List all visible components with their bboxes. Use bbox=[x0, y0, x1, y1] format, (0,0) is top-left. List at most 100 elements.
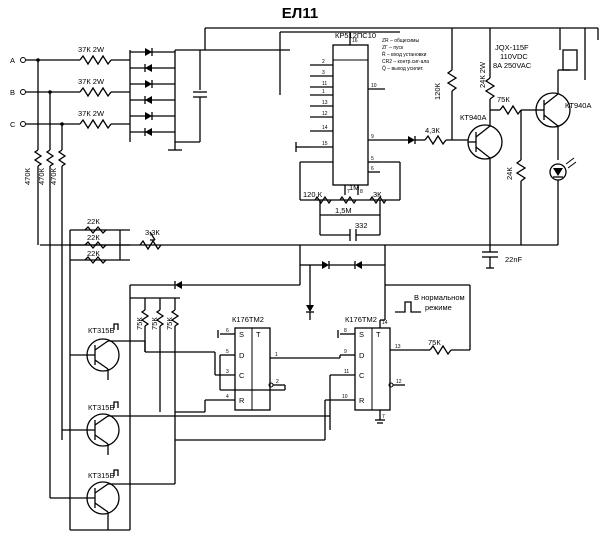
schematic-title: ЕЛ11 bbox=[282, 5, 318, 22]
svg-text:ZR – общесимы: ZR – общесимы bbox=[382, 38, 419, 44]
svg-text:4: 4 bbox=[226, 394, 229, 400]
svg-text:Q̄ – выход усилит.: Q̄ – выход усилит. bbox=[382, 65, 424, 72]
res-120kv-label: 120К bbox=[433, 82, 442, 100]
input-resistors: 22К 22К 22К 3,3К bbox=[69, 217, 162, 530]
trigger-1: К176ТМ2 S T D C R 6 5 3 4 1 2 bbox=[175, 315, 340, 413]
svg-text:КТ315Б: КТ315Б bbox=[88, 471, 114, 480]
res-3k-label: 3К bbox=[373, 190, 382, 199]
svg-text:3: 3 bbox=[226, 369, 229, 375]
svg-text:14: 14 bbox=[322, 125, 328, 131]
svg-text:КТ315Б: КТ315Б bbox=[88, 326, 114, 335]
res-label-c: 37К 2W bbox=[78, 109, 105, 118]
svg-text:22К: 22К bbox=[87, 233, 100, 242]
res-24k-label: 24К bbox=[505, 167, 514, 180]
res-33k-label: 3,3К bbox=[145, 228, 160, 237]
svg-text:КТ940А: КТ940А bbox=[565, 101, 591, 110]
svg-text:T: T bbox=[256, 330, 261, 339]
svg-text:12: 12 bbox=[396, 379, 402, 385]
svg-text:22К: 22К bbox=[87, 249, 100, 258]
phase-resistors: 37К 2W 37К 2W 37К 2W bbox=[78, 45, 130, 130]
svg-text:5: 5 bbox=[371, 156, 374, 162]
svg-text:470К: 470К bbox=[23, 167, 32, 185]
svg-text:D: D bbox=[239, 351, 245, 360]
svg-text:11: 11 bbox=[322, 81, 327, 87]
svg-text:D: D bbox=[359, 351, 365, 360]
res-15m-label: 1,5М bbox=[335, 206, 352, 215]
svg-text:13: 13 bbox=[322, 100, 328, 106]
svg-text:11: 11 bbox=[344, 369, 349, 375]
voltage-dividers: 470К 470К 470К bbox=[23, 58, 67, 440]
svg-text:8: 8 bbox=[360, 189, 363, 195]
svg-text:6: 6 bbox=[371, 166, 374, 172]
svg-text:470К: 470К bbox=[49, 167, 58, 185]
phase-inputs: A B C bbox=[10, 56, 80, 129]
res-out-75k-label: 75К bbox=[428, 338, 441, 347]
timing-network: 120 К 1М 3К 1,5М 332 bbox=[299, 161, 401, 241]
svg-text:C: C bbox=[359, 371, 365, 380]
svg-text:5: 5 bbox=[226, 349, 229, 355]
trigger-2: К176ТМ2 S T D C R 8 14 9 11 10 13 12 7 В… bbox=[325, 284, 471, 430]
svg-text:75К: 75К bbox=[150, 317, 159, 330]
cap-22nf-label: 22nF bbox=[505, 255, 523, 264]
svg-text:10: 10 bbox=[371, 83, 377, 89]
svg-text:470К: 470К bbox=[37, 167, 46, 185]
svg-text:12: 12 bbox=[322, 111, 328, 117]
svg-text:10: 10 bbox=[342, 394, 348, 400]
svg-text:15: 15 bbox=[322, 141, 328, 147]
svg-text:CR2 – контр.сиг-ала: CR2 – контр.сиг-ала bbox=[382, 59, 429, 65]
svg-text:3: 3 bbox=[322, 70, 325, 76]
svg-text:7: 7 bbox=[382, 414, 385, 420]
svg-text:R: R bbox=[359, 396, 365, 405]
svg-text:9: 9 bbox=[371, 134, 374, 140]
svg-text:2: 2 bbox=[276, 379, 279, 385]
pullup-resistors: 75К 75К 75К bbox=[129, 285, 180, 480]
svg-text:8: 8 bbox=[344, 328, 347, 334]
phase-label-c: C bbox=[10, 120, 16, 129]
svg-text:14: 14 bbox=[382, 320, 388, 326]
res-1m-label: 1М bbox=[349, 183, 359, 192]
pin-legend: ZR – общесимы ZГ – пуск R̄ – вход устано… bbox=[382, 38, 429, 72]
driver-stage: 4,3К 120К КТ940А 24К 2W 75К 22nF bbox=[400, 28, 536, 269]
chip-kr512ps10: КР512ПС10 2 3 11 1 13 12 14 15 16 10 9 5… bbox=[295, 31, 400, 195]
svg-text:К176ТМ2: К176ТМ2 bbox=[345, 315, 377, 324]
svg-text:13: 13 bbox=[395, 344, 401, 350]
note-line2: режиме bbox=[425, 303, 452, 312]
chip-kr-label: КР512ПС10 bbox=[335, 31, 376, 40]
svg-text:К176ТМ2: К176ТМ2 bbox=[232, 315, 264, 324]
diode-bridge bbox=[129, 48, 207, 151]
res-24k2w-label: 24К 2W bbox=[478, 61, 487, 88]
svg-text:9: 9 bbox=[344, 349, 347, 355]
svg-text:T: T bbox=[376, 330, 381, 339]
res-label-a: 37К 2W bbox=[78, 45, 105, 54]
relay-contact: 8A 250VAC bbox=[493, 61, 532, 70]
res-43k-label: 4,3К bbox=[425, 126, 440, 135]
svg-text:7: 7 bbox=[347, 189, 350, 195]
svg-text:1: 1 bbox=[322, 89, 325, 95]
svg-text:S: S bbox=[239, 330, 244, 339]
relay-coil-box bbox=[562, 49, 578, 71]
svg-text:16: 16 bbox=[352, 38, 358, 44]
svg-text:6: 6 bbox=[226, 328, 229, 334]
res-label-b: 37К 2W bbox=[78, 77, 105, 86]
relay-coil: 110VDC bbox=[500, 52, 528, 61]
phase-label-a: A bbox=[10, 56, 15, 65]
relay-model: JQX-115F bbox=[495, 43, 529, 52]
svg-text:КТ940А: КТ940А bbox=[460, 113, 486, 122]
res-75k-label: 75К bbox=[497, 95, 510, 104]
svg-text:C: C bbox=[239, 371, 245, 380]
svg-text:ZГ – пуск: ZГ – пуск bbox=[382, 45, 404, 51]
feedback-diodes bbox=[130, 245, 386, 320]
svg-text:1: 1 bbox=[275, 352, 278, 358]
svg-text:75К: 75К bbox=[135, 317, 144, 330]
svg-text:S: S bbox=[359, 330, 364, 339]
phase-label-b: B bbox=[10, 88, 15, 97]
input-transistors: КТ315Б КТ315Б КТ315Б bbox=[49, 323, 175, 531]
svg-text:R: R bbox=[239, 396, 245, 405]
res-120k-label: 120 К bbox=[303, 190, 323, 199]
svg-text:75К: 75К bbox=[165, 317, 174, 330]
cap-332-label: 332 bbox=[355, 221, 368, 230]
svg-text:КТ315Б: КТ315Б bbox=[88, 403, 114, 412]
svg-text:2: 2 bbox=[322, 59, 325, 65]
note-line1: В нормальном bbox=[414, 293, 465, 302]
